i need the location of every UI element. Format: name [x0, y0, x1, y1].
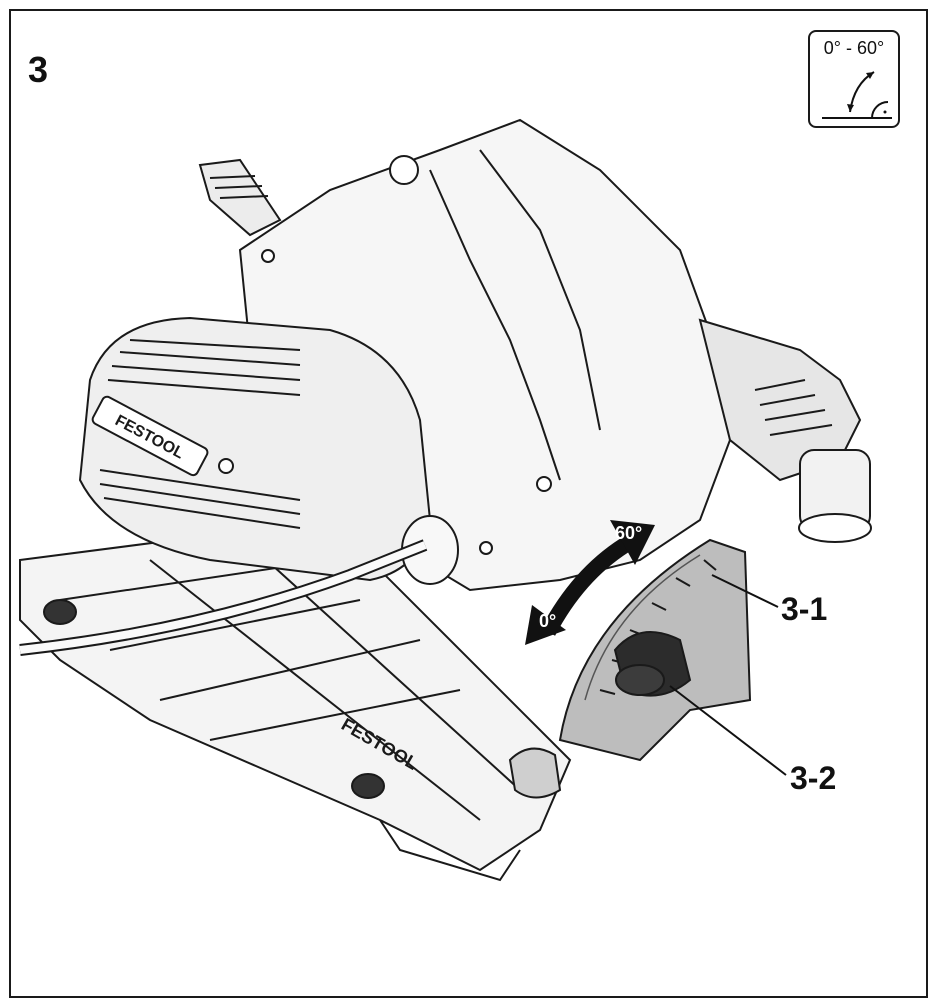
max-angle-label: 60°: [615, 523, 643, 543]
bevel-range-arrow: [525, 520, 655, 645]
callout-3-1-leader: [711, 574, 779, 608]
callout-3-2: 3-2: [790, 760, 837, 796]
rear-handle: [198, 158, 282, 237]
bevel-angle-icon: [822, 71, 892, 119]
min-angle-label: 0°: [539, 611, 557, 631]
callout-3-1: 3-1: [781, 591, 828, 627]
dust-port: [698, 318, 872, 543]
rear-knobs: [43, 599, 385, 799]
motor-housing: [78, 316, 459, 585]
bevel-lock-knob: [613, 631, 692, 697]
base-plate: [19, 518, 572, 882]
bevel-range-text: 0° - 60°: [823, 38, 885, 58]
bevel-range-badge: 0° - 60°: [808, 30, 900, 128]
front-knob: [508, 747, 562, 799]
callout-3-2-leader: [669, 685, 787, 776]
figure-number: 3: [28, 49, 49, 90]
